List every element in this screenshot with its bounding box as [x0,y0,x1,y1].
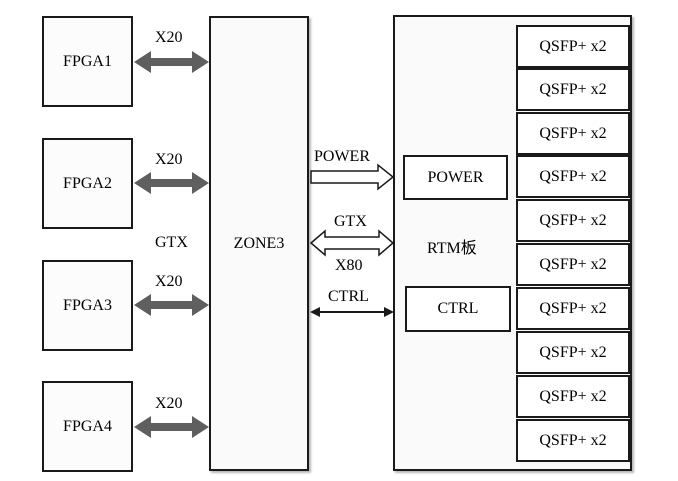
qsfp-port-6: QSFP+ x2 [516,243,630,286]
qsfp-port-3: QSFP+ x2 [516,112,630,155]
qsfp-port-8: QSFP+ x2 [516,331,630,374]
gtx-width-label: X80 [335,257,363,274]
fpga2-link-label: X20 [155,151,183,168]
ctrl-arrow-head-right [384,307,394,317]
rtm-label: RTM板 [427,240,477,257]
gtx-bidir-arrow [309,229,395,257]
fpga4-bidir-arrow [134,416,209,438]
ctrl-link-label: CTRL [328,288,369,305]
qsfp-port-9: QSFP+ x2 [516,375,630,418]
qsfp-port-7: QSFP+ x2 [516,287,630,330]
power-arrow [310,163,395,191]
qsfp-port-5: QSFP+ x2 [516,199,630,242]
fpga1-block: FPGA1 [42,16,133,107]
qsfp-port-1: QSFP+ x2 [516,25,630,68]
fpga4-block: FPGA4 [42,381,133,472]
gtx-link-label: GTX [334,213,367,230]
gtx-left-label: GTX [155,234,188,251]
ctrl-arrow-head-left [310,307,320,317]
fpga2-block: FPGA2 [42,138,133,229]
zone3-block: ZONE3 [209,16,309,471]
fpga3-block: FPGA3 [42,260,133,351]
rtm-power-block: POWER [403,155,508,200]
qsfp-port-10: QSFP+ x2 [516,419,630,462]
qsfp-port-4: QSFP+ x2 [516,155,630,198]
fpga2-bidir-arrow [134,172,209,194]
fpga3-link-label: X20 [155,273,183,290]
fpga1-bidir-arrow [134,51,209,73]
fpga3-bidir-arrow [134,294,209,316]
fpga4-link-label: X20 [155,395,183,412]
zone3-label: ZONE3 [233,234,285,252]
rtm-ctrl-block: CTRL [405,286,511,332]
qsfp-port-2: QSFP+ x2 [516,68,630,111]
fpga1-link-label: X20 [155,29,183,46]
power-link-label: POWER [314,148,370,165]
